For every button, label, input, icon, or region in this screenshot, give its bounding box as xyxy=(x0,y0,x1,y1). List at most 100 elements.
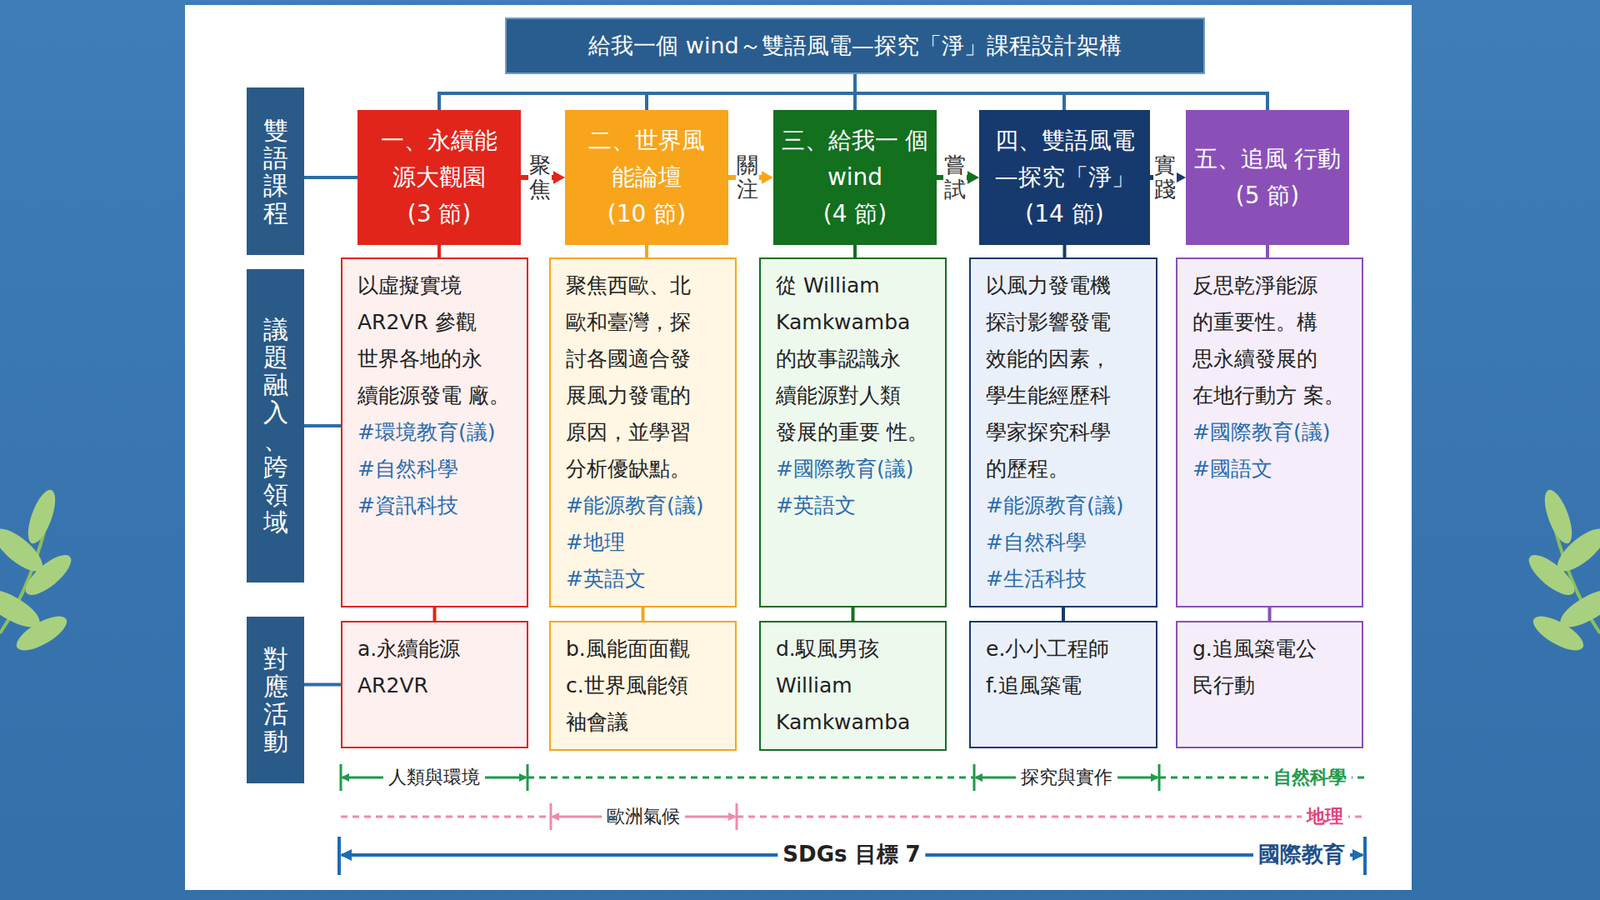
issue-text: 以風力發電機 探討影響發電 效能的因素， 學生能經歷科 學家探究科學 的歷程。 xyxy=(985,267,1143,488)
arrow-label: 聚焦 xyxy=(528,150,552,204)
row-label-box: 對應活動 xyxy=(246,616,305,784)
activity-box: e.小小工程師f.追風築電 xyxy=(969,620,1158,749)
connector-stroke xyxy=(304,424,341,428)
connector-line xyxy=(855,245,856,258)
connector-stroke xyxy=(304,175,358,180)
domain-tag: #國際教育(議) xyxy=(775,450,932,488)
domain-tag: #自然科學 xyxy=(985,524,1143,561)
scope-label: 人類與環境 xyxy=(383,765,485,790)
connector-line xyxy=(304,425,341,427)
scope-label: SDGs 目標 7 xyxy=(777,840,925,870)
domain-tag: #環境教育(議) xyxy=(357,414,514,451)
sdg-ruler xyxy=(339,836,1365,875)
title-text: 給我一個 wind～雙語風電—探究「淨」課程設計架構 xyxy=(588,30,1121,61)
unit-title: 四、雙語風電 —探究「淨」 xyxy=(985,122,1144,196)
row-label: 雙語課程 xyxy=(263,116,289,227)
connector-line xyxy=(439,245,440,258)
lesson-count: (3 節) xyxy=(407,195,472,233)
row-label-box: 議題融入、跨領域 xyxy=(246,269,305,583)
unit-title: 五、追風 行動 xyxy=(1194,140,1342,178)
lesson-count: (5 節) xyxy=(1235,177,1300,215)
unit-box: 五、追風 行動(5 節) xyxy=(1185,110,1350,245)
connector-stroke xyxy=(1063,245,1067,258)
issue-box: 從 William Kamkwamba 的故事認識永 續能源對人類 發展的重要 … xyxy=(759,257,947,608)
right-leaves xyxy=(1523,486,1600,657)
issue-box: 以風力發電機 探討影響發電 效能的因素， 學生能經歷科 學家探究科學 的歷程。#… xyxy=(969,257,1158,608)
scope-label: 探究與實作 xyxy=(1015,765,1118,790)
connector-stroke xyxy=(1268,607,1272,621)
title-box: 給我一個 wind～雙語風電—探究「淨」課程設計架構 xyxy=(505,17,1205,75)
domain-tag: #英語文 xyxy=(565,560,722,598)
geography-ruler xyxy=(340,803,1367,830)
activity-text: c.世界風能領 袖會議 xyxy=(565,667,722,741)
scope-label: 歐洲氣候 xyxy=(601,805,685,830)
arrow-head xyxy=(553,170,565,184)
lesson-count: (14 節) xyxy=(1025,195,1104,233)
domain-tag: #能源教育(議) xyxy=(565,487,722,525)
connector-stroke xyxy=(645,245,649,258)
scope-label: 國際教育 xyxy=(1253,840,1350,870)
connector-line xyxy=(1063,607,1065,621)
connector-line xyxy=(304,684,341,685)
scope-label: 自然科學 xyxy=(1268,765,1352,790)
lesson-count: (10 節) xyxy=(607,195,686,233)
lesson-count: (4 節) xyxy=(823,195,888,233)
domain-tag: #國語文 xyxy=(1192,450,1349,488)
connector-line xyxy=(1267,245,1269,258)
unit-box: 四、雙語風電 —探究「淨」(14 節) xyxy=(979,110,1150,245)
activity-text: f.追風築電 xyxy=(985,667,1143,705)
connector-line xyxy=(852,607,854,621)
arrow-head xyxy=(761,170,774,184)
domain-tag: #地理 xyxy=(565,524,722,561)
unit-title: 一、永續能 源大觀園 xyxy=(364,122,515,196)
activity-text: e.小小工程師 xyxy=(985,630,1143,668)
arrow-label: 實踐 xyxy=(1153,150,1177,204)
domain-tag: #英語文 xyxy=(775,487,932,525)
connector-stroke xyxy=(304,683,341,687)
connector-stroke xyxy=(433,607,437,621)
activity-box: g.追風築電公 民行動 xyxy=(1175,620,1364,749)
unit-box: 二、世界風 能論壇(10 節) xyxy=(565,110,729,245)
science-ruler xyxy=(340,764,1367,791)
activity-box: d.馭風男孩 William Kamkwamba xyxy=(759,620,947,751)
domain-tag: #自然科學 xyxy=(357,450,514,488)
issue-text: 以虛擬實境 AR2VR 參觀 世界各地的永 續能源發電 廠。 xyxy=(357,267,514,415)
activity-text: b.風能面面觀 xyxy=(565,630,722,668)
activity-text: d.馭風男孩 William Kamkwamba xyxy=(775,630,932,741)
connector-line xyxy=(642,607,644,621)
activity-text: a.永續能源 AR2VR xyxy=(357,630,514,705)
row-label: 議題融入、跨領域 xyxy=(263,315,289,536)
connector-line xyxy=(434,607,435,621)
unit-box: 一、永續能 源大觀園(3 節) xyxy=(357,110,521,245)
connector-line xyxy=(304,177,358,179)
connector-line xyxy=(646,245,648,258)
connector-line xyxy=(1269,607,1270,621)
domain-tag: #資訊科技 xyxy=(357,487,514,525)
domain-tag: #生活科技 xyxy=(985,560,1143,598)
issue-text: 聚焦西歐、北 歐和臺灣，探 討各國適合發 展風力發電的 原因，並學習 分析優缺點… xyxy=(565,267,722,488)
activity-box: a.永續能源 AR2VR xyxy=(340,620,529,749)
row-label-box: 雙語課程 xyxy=(246,87,305,255)
issue-box: 以虛擬實境 AR2VR 參觀 世界各地的永 續能源發電 廠。#環境教育(議)#自… xyxy=(340,257,529,608)
domain-tag: #能源教育(議) xyxy=(985,487,1143,525)
arrow-label: 關注 xyxy=(735,150,760,204)
activity-box: b.風能面面觀c.世界風能領 袖會議 xyxy=(549,620,737,751)
connector-stroke xyxy=(437,245,441,258)
issue-text: 從 William Kamkwamba 的故事認識永 續能源對人類 發展的重要 … xyxy=(775,267,932,451)
connector-stroke xyxy=(851,607,855,621)
issue-box: 聚焦西歐、北 歐和臺灣，探 討各國適合發 展風力發電的 原因，並學習 分析優缺點… xyxy=(549,257,737,608)
arrow-label: 嘗試 xyxy=(943,150,967,204)
unit-title: 三、給我一 個 wind xyxy=(780,122,930,196)
row-label: 對應活動 xyxy=(263,645,289,755)
issue-box: 反思乾淨能源 的重要性。構 思永續發展的 在地行動方 案。#國際教育(議)#國語… xyxy=(1175,257,1364,608)
scope-label: 地理 xyxy=(1301,805,1349,830)
activity-text: g.追風築電公 民行動 xyxy=(1192,630,1349,705)
domain-tag: #國際教育(議) xyxy=(1192,414,1349,451)
connector-line xyxy=(1064,245,1065,258)
connector-stroke xyxy=(1265,245,1270,258)
arrow-head xyxy=(967,170,980,184)
connector-stroke xyxy=(853,245,857,258)
connector-stroke xyxy=(641,607,645,621)
left-leaves xyxy=(0,486,77,657)
